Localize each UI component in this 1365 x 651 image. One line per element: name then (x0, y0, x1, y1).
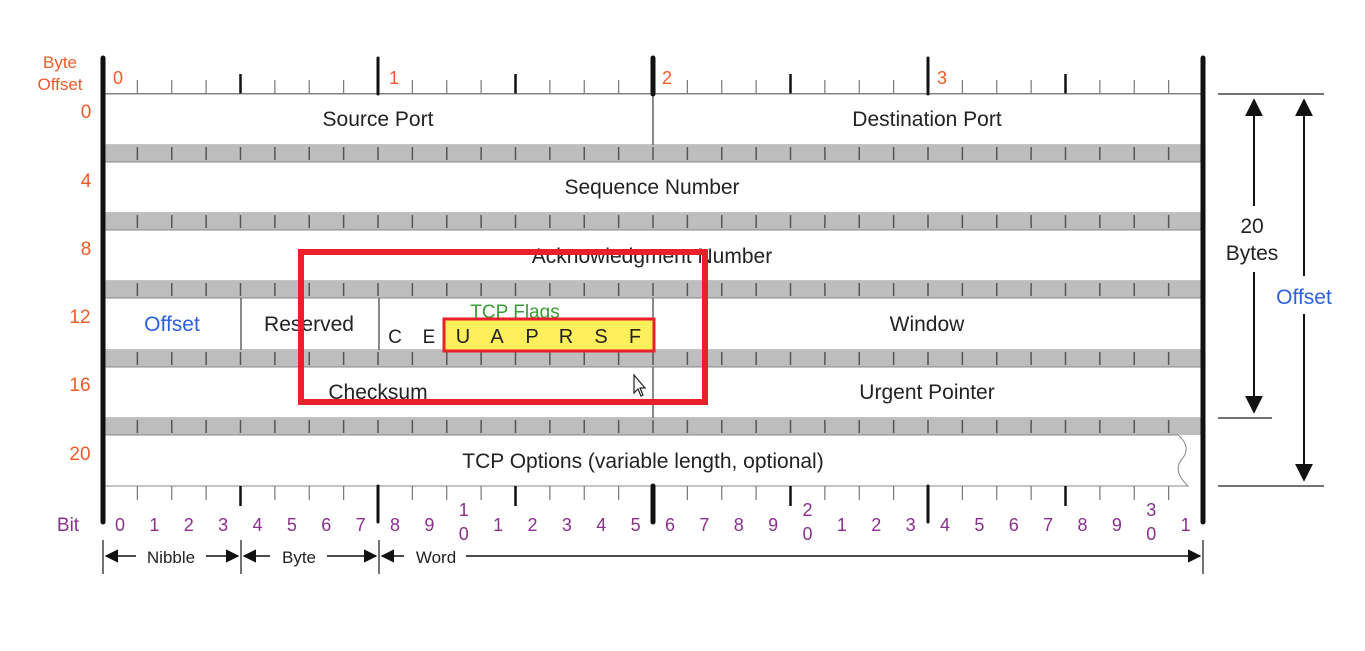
row-offset-label: 20 (69, 444, 90, 465)
bit-number: 7 (1043, 515, 1053, 535)
byte-offset-header-line1: Byte (43, 53, 77, 72)
acknowledgment-number-label: Acknowledgment Number (532, 245, 772, 268)
row-4-box (102, 161, 1204, 214)
header-rows (102, 93, 1204, 487)
flag-highlight-box (442, 317, 656, 353)
row-offset-label: 16 (69, 375, 90, 396)
bit-number: 3 (562, 515, 572, 535)
byte-label: Byte (282, 548, 316, 567)
window-label: Window (890, 313, 966, 336)
annotation-box (298, 249, 708, 405)
bit-number: 1 (837, 515, 847, 535)
bit-number: 0 (802, 524, 812, 544)
bit-number: 4 (940, 515, 950, 535)
tcp-flags: C E U A P R S F (388, 317, 656, 353)
bit-number: 3 (906, 515, 916, 535)
bytes-label: Bytes (1226, 242, 1279, 265)
row-offset-label: 8 (81, 239, 92, 260)
bit-number: 8 (1077, 515, 1087, 535)
flag-a: A (490, 326, 504, 348)
flag-u: U (456, 326, 470, 348)
tcp-options-label: TCP Options (variable length, optional) (462, 450, 823, 473)
top-byte-number: 1 (389, 68, 399, 88)
bit-number: 6 (321, 515, 331, 535)
right-annotations: 20 Bytes Offset (1218, 93, 1332, 487)
flag-s: S (594, 326, 607, 348)
bit-header-label: Bit (57, 515, 80, 536)
row-offset-label: 0 (81, 102, 92, 123)
top-byte-number: 3 (937, 68, 947, 88)
flag-c: C (388, 327, 402, 348)
destination-port-label: Destination Port (852, 108, 1002, 131)
word-boundaries (100, 55, 1206, 525)
bit-number: 6 (665, 515, 675, 535)
urgent-pointer-label: Urgent Pointer (859, 381, 994, 404)
tcp-options-box (102, 434, 1190, 487)
bit-number: 4 (596, 515, 606, 535)
bit-number: 6 (1009, 515, 1019, 535)
bit-number: 5 (287, 515, 297, 535)
bit-number: 1 (493, 515, 503, 535)
source-port-label: Source Port (323, 108, 434, 131)
bit-number: 1 (149, 515, 159, 535)
sequence-number-label: Sequence Number (564, 176, 739, 199)
word-label: Word (416, 548, 456, 567)
bit-number: 9 (1112, 515, 1122, 535)
cursor-icon (633, 373, 647, 397)
bit-number: 3 (1146, 500, 1156, 520)
bit-number: 2 (871, 515, 881, 535)
reserved-field-label: Reserved (264, 313, 354, 336)
flag-p: P (525, 326, 538, 348)
offset-field-label: Offset (144, 313, 200, 336)
size-scale: Nibble Byte Word (102, 540, 1204, 574)
bit-number: 3 (218, 515, 228, 535)
bit-number: 8 (734, 515, 744, 535)
top-byte-number: 0 (113, 68, 123, 88)
twenty-label: 20 (1240, 215, 1263, 238)
bit-number: 2 (527, 515, 537, 535)
bit-number: 5 (631, 515, 641, 535)
bit-number: 7 (699, 515, 709, 535)
bit-number: 9 (768, 515, 778, 535)
bit-number: 5 (974, 515, 984, 535)
bit-number: 2 (802, 500, 812, 520)
bottom-ruler (136, 486, 1170, 506)
checksum-label: Checksum (328, 381, 427, 404)
row-offset-label: 12 (69, 307, 90, 328)
byte-offset-header-line2: Offset (37, 75, 82, 94)
bit-number: 0 (115, 515, 125, 535)
bit-number: 0 (459, 524, 469, 544)
row-offset-label: 4 (81, 171, 92, 192)
bit-number: 1 (459, 500, 469, 520)
bit-number: 1 (1181, 515, 1191, 535)
bit-number: 2 (184, 515, 194, 535)
flag-e: E (423, 327, 436, 348)
nibble-label: Nibble (147, 548, 195, 567)
offset-annotation-label: Offset (1276, 286, 1332, 309)
bit-number: 7 (356, 515, 366, 535)
bit-number: 0 (1146, 524, 1156, 544)
flag-r: R (559, 326, 573, 348)
bit-number: 8 (390, 515, 400, 535)
top-byte-number: 2 (662, 68, 672, 88)
bit-number: 4 (252, 515, 262, 535)
bit-number: 9 (424, 515, 434, 535)
flag-f: F (629, 326, 641, 348)
